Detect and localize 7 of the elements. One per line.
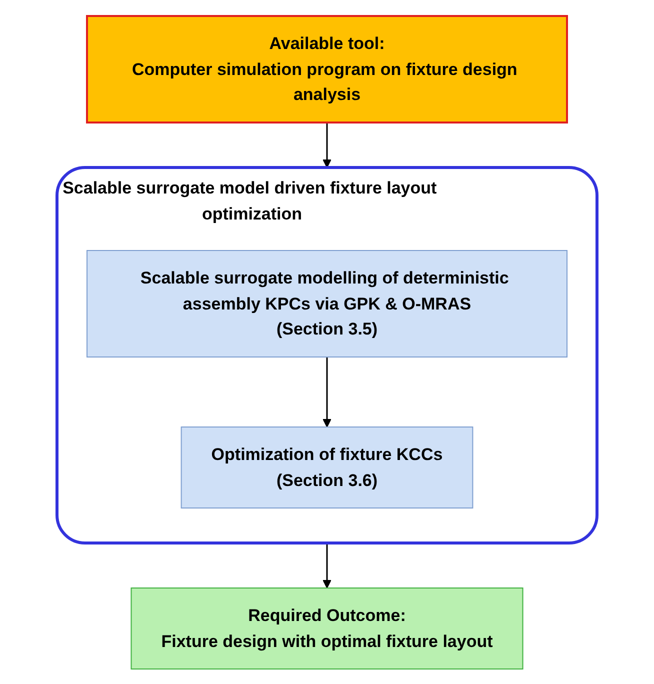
- arrow: [322, 356, 332, 427]
- arrow: [322, 542, 332, 588]
- node-box: Required Outcome: Fixture design with optimal fixture layout: [130, 587, 524, 669]
- node-box: Available tool: Computer simulation program on fixture design analysis: [86, 14, 568, 123]
- node-box: Scalable surrogate modelling of deterministic assembly KPCs via GPK & O-MRAS (Section 3.5): [86, 250, 568, 357]
- arrow: [322, 122, 332, 168]
- node-box: Optimization of fixture KCCs (Section 3.6): [180, 426, 474, 508]
